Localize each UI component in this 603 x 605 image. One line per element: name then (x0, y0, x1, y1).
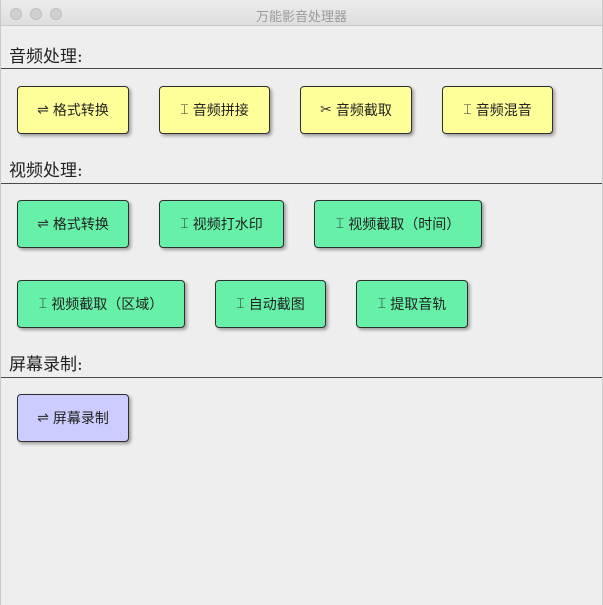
audio-section-heading: 音频处理: (9, 47, 83, 67)
button-label: 视频打水印 (192, 217, 263, 233)
title-bar: 万能影音处理器 (1, 0, 602, 26)
button-label: 格式转换 (52, 217, 109, 233)
screen-section-heading: 屏幕录制: (9, 355, 83, 375)
audio-trim-button[interactable]: ✂ 音频截取 (300, 86, 412, 134)
video-watermark-button[interactable]: ⌶ 视频打水印 (159, 200, 284, 248)
video-trim-region-button[interactable]: ⌶ 视频截取（区域） (17, 280, 185, 328)
video-section-divider (1, 183, 602, 184)
merge-icon: ⌶ (463, 102, 472, 118)
window-title: 万能影音处理器 (255, 10, 347, 25)
close-window-icon[interactable] (10, 8, 22, 20)
screen-record-button[interactable]: ⇌ 屏幕录制 (17, 394, 129, 442)
button-label: 音频截取 (335, 103, 392, 119)
audio-mix-button[interactable]: ⌶ 音频混音 (442, 86, 553, 134)
main-content: 音频处理: ⇌ 格式转换 ⌶ 音频拼接 ✂ 音频截取 ⌶ 音频混音 视频处理: … (1, 26, 602, 605)
button-label: 自动截图 (248, 297, 305, 313)
swap-arrows-icon: ⇌ (37, 216, 49, 232)
merge-icon: ⌶ (236, 296, 245, 312)
merge-icon: ⌶ (180, 216, 189, 232)
merge-icon: ⌶ (38, 296, 48, 312)
swap-arrows-icon: ⇌ (37, 102, 49, 118)
video-section-heading: 视频处理: (9, 161, 83, 181)
button-label: 音频拼接 (192, 103, 249, 119)
video-format-convert-button[interactable]: ⇌ 格式转换 (17, 200, 129, 248)
button-label: 视频截取（区域） (51, 297, 164, 313)
button-label: 视频截取（时间） (348, 217, 461, 233)
minimize-window-icon[interactable] (30, 8, 42, 20)
screen-section-divider (1, 377, 602, 378)
button-label: 提取音轨 (390, 297, 447, 313)
merge-icon: ⌶ (180, 102, 189, 118)
audio-concat-button[interactable]: ⌶ 音频拼接 (159, 86, 270, 134)
button-label: 屏幕录制 (52, 411, 109, 427)
audio-format-convert-button[interactable]: ⇌ 格式转换 (17, 86, 129, 134)
swap-arrows-icon: ⇌ (37, 410, 49, 426)
merge-icon: ⌶ (335, 216, 345, 232)
audio-section-divider (1, 68, 602, 69)
auto-screenshot-button[interactable]: ⌶ 自动截图 (215, 280, 326, 328)
button-label: 格式转换 (52, 103, 109, 119)
video-trim-time-button[interactable]: ⌶ 视频截取（时间） (314, 200, 482, 248)
merge-icon: ⌶ (377, 296, 387, 312)
extract-audio-track-button[interactable]: ⌶ 提取音轨 (356, 280, 468, 328)
button-label: 音频混音 (475, 103, 532, 119)
scissors-icon: ✂ (320, 102, 332, 118)
zoom-window-icon[interactable] (50, 8, 62, 20)
